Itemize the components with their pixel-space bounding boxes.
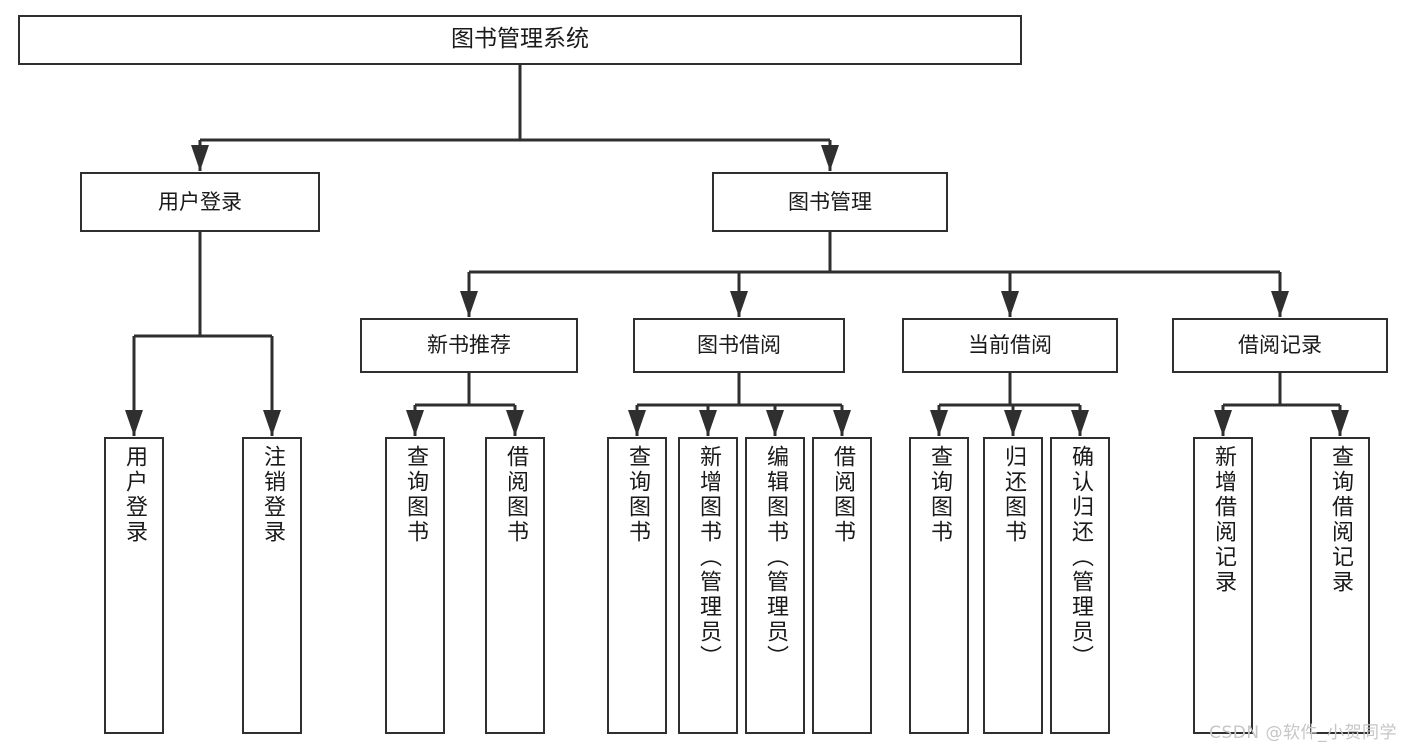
- node-leaf-bb-borrow[interactable]: 借阅图书: [812, 437, 872, 734]
- arrowhead-icon: [1004, 410, 1022, 436]
- node-label: 用户登录: [122, 445, 147, 545]
- node-leaf-cb-return[interactable]: 归还图书: [983, 437, 1043, 734]
- arrowhead-icon: [1214, 410, 1232, 436]
- arrowhead-icon: [1071, 410, 1089, 436]
- node-label: 借阅图书: [830, 445, 855, 545]
- node-label: 查询图书: [927, 445, 952, 545]
- arrowhead-icon: [833, 410, 851, 436]
- node-label: 新书推荐: [427, 333, 511, 358]
- node-leaf-cb-confirm[interactable]: 确认归还（管理员）: [1050, 437, 1110, 734]
- node-label: 用户登录: [158, 189, 242, 214]
- node-leaf-br-query[interactable]: 查询借阅记录: [1310, 437, 1370, 734]
- node-leaf-cb-query[interactable]: 查询图书: [909, 437, 969, 734]
- arrowhead-icon: [506, 410, 524, 436]
- arrowhead-icon: [1001, 291, 1019, 317]
- node-label: 新增图书（管理员）: [696, 445, 721, 670]
- node-label: 图书管理系统: [451, 26, 589, 53]
- arrowhead-icon: [406, 410, 424, 436]
- node-label: 查询图书: [625, 445, 650, 545]
- node-root[interactable]: 图书管理系统: [18, 15, 1022, 65]
- arrowhead-icon: [191, 145, 209, 171]
- arrowhead-icon: [460, 291, 478, 317]
- arrowhead-icon: [930, 410, 948, 436]
- arrowhead-icon: [766, 410, 784, 436]
- arrowhead-icon: [821, 145, 839, 171]
- node-label: 查询图书: [403, 445, 428, 545]
- node-label: 新增借阅记录: [1211, 445, 1236, 595]
- node-label: 借阅图书: [503, 445, 528, 545]
- arrowhead-icon: [263, 410, 281, 436]
- arrowhead-icon: [730, 291, 748, 317]
- node-current-borrow[interactable]: 当前借阅: [902, 318, 1118, 373]
- arrowhead-icon: [1331, 410, 1349, 436]
- node-leaf-br-add[interactable]: 新增借阅记录: [1193, 437, 1253, 734]
- node-book-borrow[interactable]: 图书借阅: [633, 318, 845, 373]
- node-leaf-rec-borrow[interactable]: 借阅图书: [485, 437, 545, 734]
- arrowhead-icon: [628, 410, 646, 436]
- node-leaf-bb-query[interactable]: 查询图书: [607, 437, 667, 734]
- watermark: CSDN @软件_小贺同学: [1209, 723, 1397, 743]
- node-label: 编辑图书（管理员）: [763, 445, 788, 670]
- node-leaf-bb-add[interactable]: 新增图书（管理员）: [678, 437, 738, 734]
- node-label: 图书借阅: [697, 333, 781, 358]
- arrowhead-icon: [125, 410, 143, 436]
- node-leaf-user-login[interactable]: 用户登录: [104, 437, 164, 734]
- node-label: 查询借阅记录: [1328, 445, 1353, 595]
- arrowhead-icon: [699, 410, 717, 436]
- node-label: 归还图书: [1001, 445, 1026, 545]
- node-leaf-user-logout[interactable]: 注销登录: [242, 437, 302, 734]
- node-user-login[interactable]: 用户登录: [80, 172, 320, 232]
- node-leaf-bb-edit[interactable]: 编辑图书（管理员）: [745, 437, 805, 734]
- node-new-book-rec[interactable]: 新书推荐: [360, 318, 578, 373]
- node-label: 确认归还（管理员）: [1068, 445, 1093, 670]
- node-label: 图书管理: [788, 189, 872, 214]
- node-label: 借阅记录: [1238, 333, 1322, 358]
- node-book-manage[interactable]: 图书管理: [712, 172, 948, 232]
- node-label: 当前借阅: [968, 333, 1052, 358]
- node-label: 注销登录: [260, 445, 285, 545]
- arrowhead-icon: [1271, 291, 1289, 317]
- node-leaf-rec-query[interactable]: 查询图书: [385, 437, 445, 734]
- node-borrow-record[interactable]: 借阅记录: [1172, 318, 1388, 373]
